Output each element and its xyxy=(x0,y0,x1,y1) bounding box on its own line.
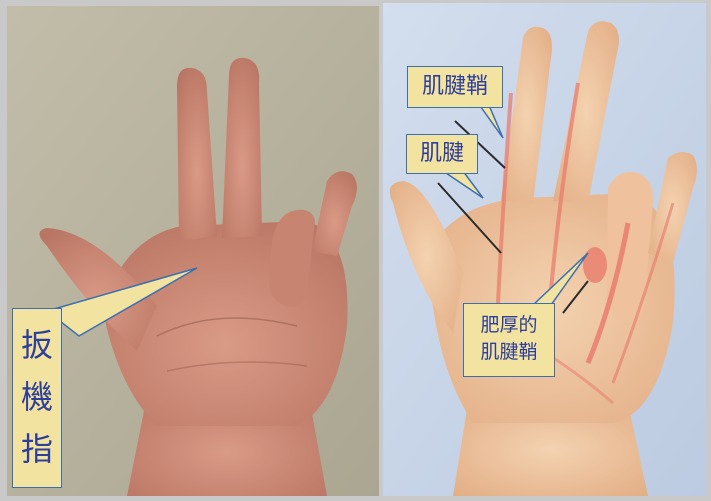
thickened-sheath-line-1: 肥厚的 xyxy=(464,312,554,339)
trigger-finger-char-1: 扳 xyxy=(21,319,53,371)
hand-photo-drawing xyxy=(7,6,379,496)
trigger-finger-label: 扳 機 指 xyxy=(12,308,62,488)
thickened-tendon-sheath-label: 肥厚的 肌腱鞘 xyxy=(463,303,555,377)
thickened-sheath-line-2: 肌腱鞘 xyxy=(464,339,554,366)
trigger-finger-char-3: 指 xyxy=(21,423,53,475)
trigger-finger-char-2: 機 xyxy=(21,371,53,423)
hand-photo xyxy=(7,6,379,496)
tendon-label: 肌腱 xyxy=(406,134,478,174)
tendon-sheath-label: 肌腱鞘 xyxy=(407,66,503,108)
